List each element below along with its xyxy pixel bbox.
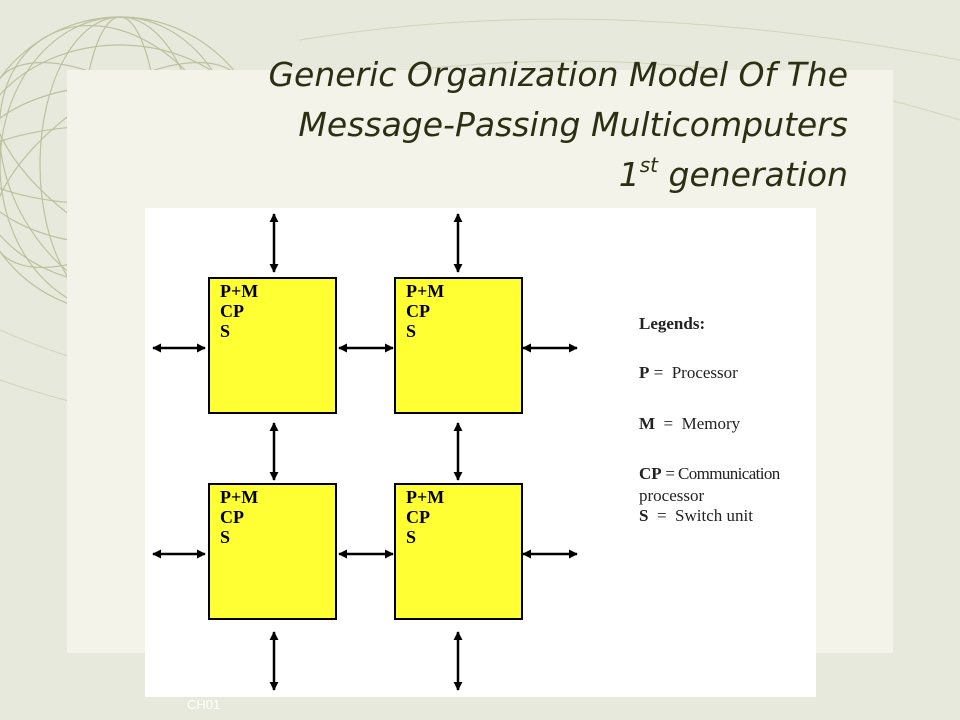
title-line-1: Generic Organization Model Of The: [268, 55, 848, 94]
node-line: P+M: [220, 281, 259, 301]
node-top-right: P+M CP S: [394, 277, 523, 414]
slide-title: Generic Organization Model Of The Messag…: [88, 50, 848, 200]
legend-item-m: M = Memory: [639, 414, 814, 434]
legend-desc: = Switch unit: [648, 506, 753, 525]
node-line: CP: [406, 507, 430, 527]
title-generation-word: generation: [658, 155, 848, 194]
node-line: S: [406, 527, 417, 547]
title-generation-number: 1: [618, 155, 640, 194]
node-top-left: P+M CP S: [208, 277, 337, 414]
node-bottom-left: P+M CP S: [208, 483, 337, 620]
legend: Legends: P = Processor M = Memory CP = C…: [639, 314, 814, 526]
node-line: P+M: [406, 487, 445, 507]
legend-title: Legends:: [639, 314, 706, 333]
title-superscript: st: [639, 153, 659, 177]
node-bottom-right: P+M CP S: [394, 483, 523, 620]
legend-desc: = Processor: [649, 363, 738, 382]
node-line: S: [220, 321, 231, 341]
legend-key: CP: [639, 464, 662, 483]
node-line: CP: [406, 301, 430, 321]
legend-desc: = Communication: [661, 464, 780, 483]
node-line: CP: [220, 301, 244, 321]
legend-item-s: S = Switch unit: [639, 506, 814, 526]
legend-key: S: [639, 506, 649, 525]
slide-footer: CH01: [187, 697, 221, 712]
legend-item-cp: CP = Communication: [639, 464, 814, 484]
architecture-diagram: P+M CP S P+M CP S P+M CP S P+M CP S Lege…: [145, 208, 816, 697]
node-line: S: [220, 527, 231, 547]
legend-item-p: P = Processor: [639, 363, 814, 383]
title-line-3: 1st generation: [88, 150, 848, 200]
legend-key: P: [639, 363, 650, 382]
title-line-2: Message-Passing Multicomputers: [298, 105, 848, 144]
legend-desc: = Memory: [655, 414, 741, 433]
node-line: CP: [220, 507, 244, 527]
node-line: S: [406, 321, 417, 341]
node-line: P+M: [220, 487, 259, 507]
legend-key: M: [639, 414, 656, 433]
legend-item-cp-continued: processor: [639, 486, 705, 505]
connection-arrows: [152, 213, 578, 691]
node-line: P+M: [406, 281, 445, 301]
